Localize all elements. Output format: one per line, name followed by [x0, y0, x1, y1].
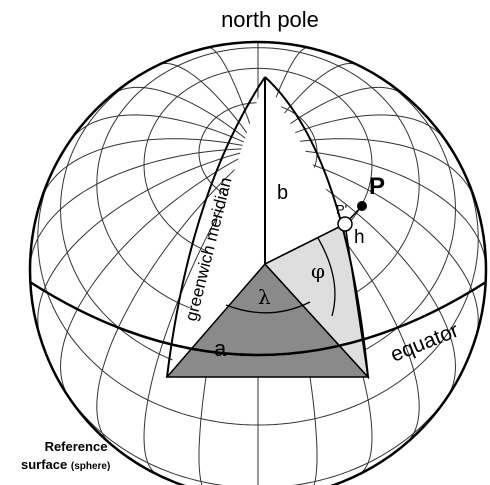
- sphere-outline: [28, 40, 488, 485]
- reference-label-line2: surface (sphere): [21, 457, 110, 472]
- p-prime-point: [337, 216, 353, 232]
- meridian-gridline: [59, 148, 259, 400]
- label-lambda: λ: [258, 285, 271, 309]
- north-pole-label: north pole: [221, 7, 319, 32]
- meridian-gridline: [208, 47, 259, 149]
- label-a: a: [214, 336, 227, 361]
- meridian-gridline: [39, 138, 259, 204]
- label-h: h: [354, 227, 365, 248]
- p-point: [357, 201, 367, 211]
- meridian-gridline: [110, 86, 259, 149]
- label-P-prime: P': [336, 202, 347, 217]
- phi-arc: [317, 237, 336, 317]
- meridian-gridline: [257, 148, 479, 341]
- equator-line: [29, 280, 487, 357]
- label-P: P: [369, 173, 385, 200]
- reference-surface-word: surface: [21, 457, 67, 472]
- radius-line: [264, 223, 346, 265]
- meridian-gridline: [157, 62, 259, 149]
- reference-label-line1: Reference: [45, 439, 108, 454]
- meridian-gridline: [143, 148, 259, 476]
- meridian-gridline: [37, 148, 259, 341]
- label-b: b: [277, 182, 288, 204]
- lambda-arc: [225, 301, 311, 314]
- label-phi: φ: [311, 259, 325, 283]
- parallel-gridline: [37, 156, 479, 426]
- reference-sphere-word: (sphere): [71, 461, 110, 472]
- greenwich-meridian-line: [166, 76, 266, 378]
- parallel-gridline: [56, 376, 460, 485]
- p-meridian-line: [264, 76, 369, 378]
